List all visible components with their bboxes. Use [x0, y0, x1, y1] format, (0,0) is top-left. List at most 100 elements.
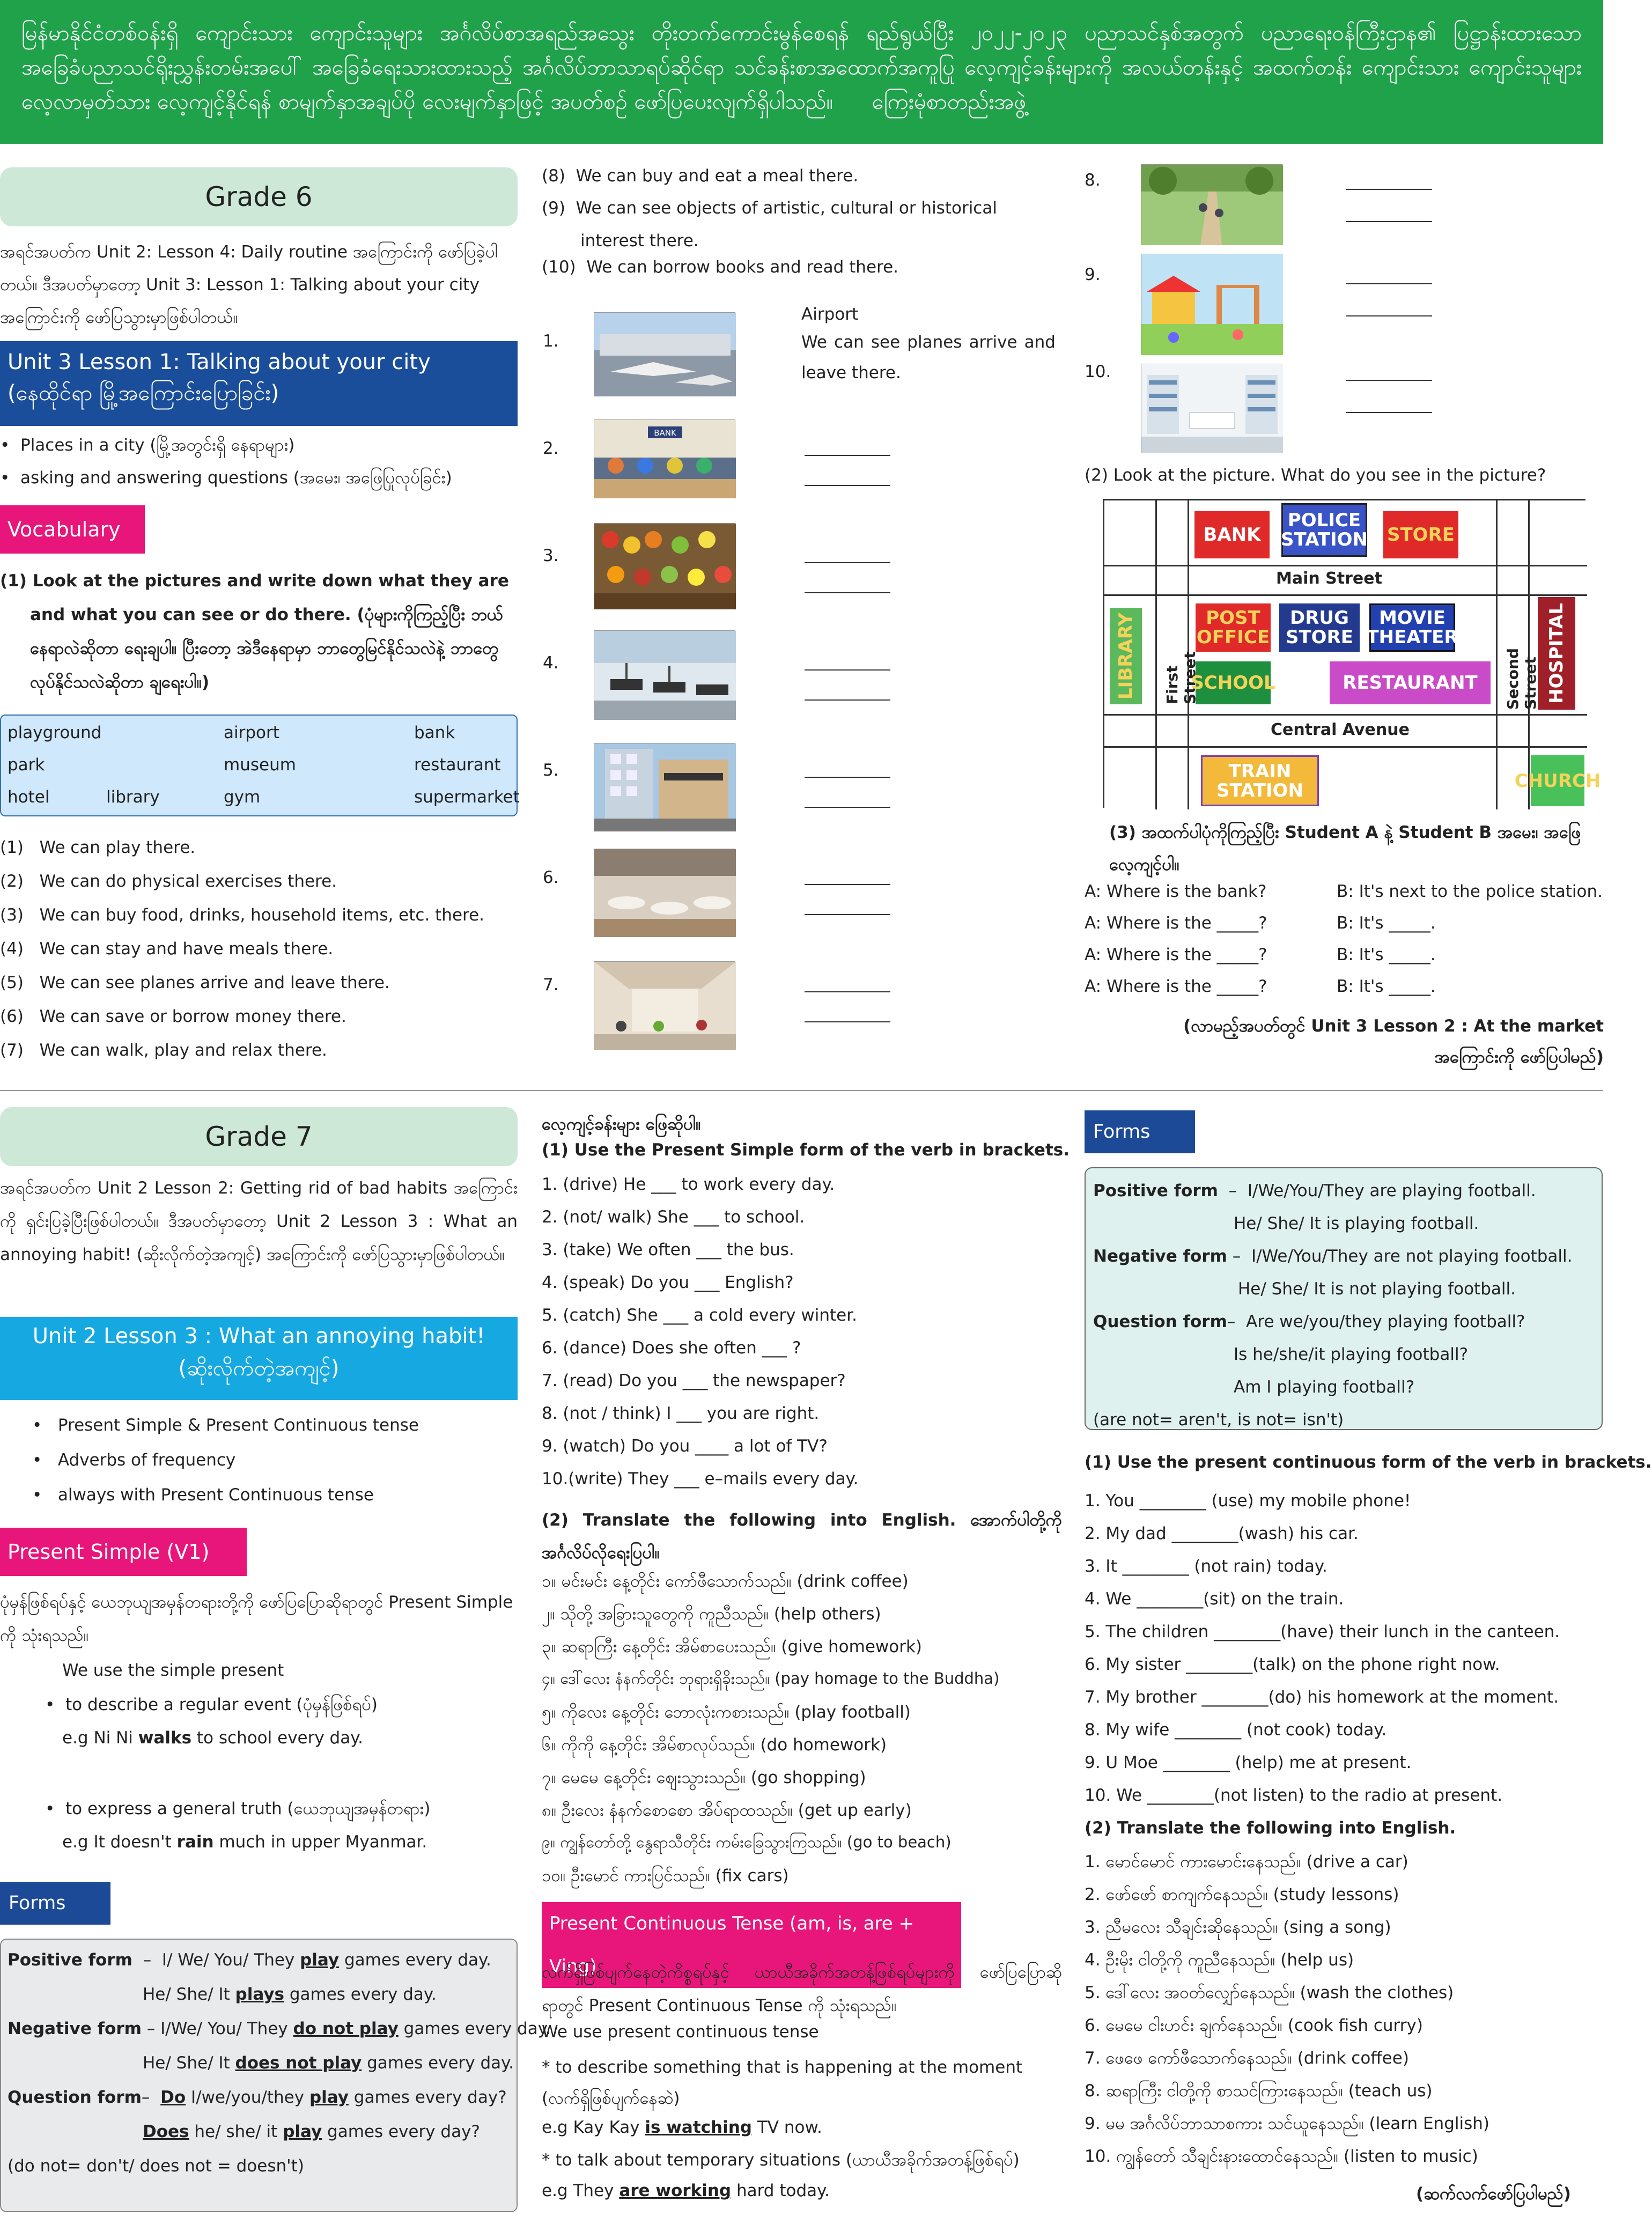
answer-blank[interactable] — [1346, 189, 1432, 190]
banner-signature: ကြေးမုံစာတည်းအဖွဲ့ — [872, 90, 1027, 114]
restaurant-picture — [594, 849, 736, 937]
form-row: He/ She/ It is playing football. — [1234, 1214, 1479, 1233]
form-note: (are not= aren't, is not= isn't) — [1093, 1410, 1344, 1430]
ex2-item: ၅။ ကိုလေး နေ့တိုင်း ဘောလုံးကစားသည်။ (pla… — [542, 1703, 911, 1722]
grade7-lesson-header: Unit 2 Lesson 3 : What an annoying habit… — [0, 1317, 518, 1400]
answer-blank[interactable] — [1346, 315, 1432, 316]
present-continuous-tag: Present Continuous Tense (am, is, are + … — [542, 1902, 961, 1988]
sentence-item: (10) We can borrow books and read there. — [542, 257, 899, 277]
answer-blank[interactable] — [1346, 221, 1432, 222]
ps-bullet2: • to express a general truth (ယေဘုယျအမှန… — [45, 1799, 431, 1818]
ex3-item: 10. We ________(not listen) to the radio… — [1085, 1786, 1503, 1805]
grade6-intro: အရင်အပတ်က Unit 2: Lesson 4: Daily routin… — [0, 242, 498, 327]
ex4-item: 4. ဦးမိုး ငါတို့ကို ကူညီနေသည်။ (help us) — [1085, 1950, 1354, 1970]
grade6-task3: (3) အထက်ပါပုံကိုကြည့်ပြီး Student A နဲ့ … — [1109, 823, 1581, 874]
answer-blank[interactable] — [805, 455, 890, 456]
pic-number: 10. — [1085, 362, 1111, 381]
present-simple-tag: Present Simple (V1) — [0, 1528, 247, 1576]
sentence-item: (1) We can play there. — [0, 838, 196, 857]
supermarket-picture — [594, 523, 736, 609]
map-store: STORE — [1383, 511, 1458, 558]
answer-blank[interactable] — [805, 1021, 890, 1022]
sentence-item: (7) We can walk, play and relax there. — [0, 1041, 327, 1060]
map-central-avenue: Central Avenue — [1271, 720, 1410, 739]
answer-blank[interactable] — [805, 562, 890, 563]
pic-number: 1. — [543, 332, 559, 351]
grade7-intro: အရင်အပတ်က Unit 2 Lesson 2: Getting rid o… — [0, 1179, 518, 1264]
ps-example2: e.g It doesn't rain much in upper Myanma… — [62, 1832, 427, 1852]
answer-blank[interactable] — [1346, 380, 1432, 381]
vocabulary-tag: Vocabulary — [0, 505, 145, 554]
vocab-word: bank — [414, 723, 455, 742]
answer-blank[interactable] — [805, 669, 890, 671]
map-main-street: Main Street — [1276, 569, 1382, 588]
sentence-item: (5) We can see planes arrive and leave t… — [0, 973, 390, 992]
grade6-task1: (1) Look at the pictures and write down … — [0, 571, 509, 692]
map-second-street: Second Street — [1504, 648, 1539, 710]
answer-blank[interactable] — [805, 777, 890, 778]
grade6-bullets: • Places in a city (မြို့အတွင်းရှိ နေရာမ… — [0, 429, 518, 495]
ex1-title: (1) Use the Present Simple form of the v… — [542, 1140, 1070, 1160]
lesson-title: Unit 2 Lesson 3 : What an annoying habit… — [32, 1324, 485, 1349]
ex2-item: ၁။ မင်းမင်း နေ့တိုင်း ကော်ဖီသောက်သည်။ (d… — [542, 1572, 909, 1591]
ex4-item: 8. ဆရာကြီး ငါတို့ကို စာသင်ကြားနေသည်။ (te… — [1085, 2081, 1433, 2101]
ex4-item: 6. မေမေ ငါးဟင်း ချက်နေသည်။ (cook fish cu… — [1085, 2016, 1423, 2035]
airport-picture — [594, 312, 736, 396]
dialog-b: B: It's next to the police station. — [1337, 882, 1603, 901]
map-hospital: HOSPITAL — [1538, 597, 1575, 710]
sentence-item: (3) We can buy food, drinks, household i… — [0, 905, 485, 925]
grade6-title: Grade 6 — [0, 167, 518, 226]
museum-picture — [594, 961, 736, 1050]
form-row: Is he/she/it playing football? — [1234, 1345, 1469, 1364]
ex1-item: 8. (not / think) I ___ you are right. — [542, 1404, 820, 1423]
answer-blank[interactable] — [805, 699, 890, 701]
banner-text: မြန်မာနိုင်ငံတစ်ဝန်းရှိ ကျောင်းသား ကျောင… — [21, 21, 1582, 114]
ex2-title: (2) Translate the following into English… — [542, 1511, 1062, 1563]
ex2-item: ၂။ သိုတို့ အခြားသူတွေကို ကူညီသည်။ (help … — [542, 1604, 881, 1624]
answer-blank[interactable] — [805, 592, 890, 593]
pic-number: 6. — [543, 868, 559, 887]
svg-text:BANK: BANK — [654, 428, 677, 438]
form-row: Negative form – I/We/ You/ They do not p… — [8, 2019, 551, 2038]
dialog-b: B: It's _____. — [1337, 977, 1436, 996]
ex3-item: 3. It ________ (not rain) today. — [1085, 1557, 1328, 1576]
ex1-item: 9. (watch) Do you ____ a lot of TV? — [542, 1437, 828, 1456]
vocab-word: restaurant — [414, 755, 501, 775]
ex4-item: 10. ကျွန်တော် သီချင်းနားထောင်နေသည်။ (lis… — [1085, 2147, 1478, 2166]
dialog-a: A: Where is the _____? — [1085, 977, 1267, 996]
vocab-word: playground — [8, 723, 102, 742]
answer-blank[interactable] — [805, 991, 890, 992]
library-picture — [1141, 364, 1283, 453]
playground-picture — [1141, 254, 1283, 355]
form-row: Positive form – I/ We/ You/ They play ga… — [8, 1950, 491, 1970]
answer-blank[interactable] — [805, 884, 890, 885]
bullet-item: • always with Present Continuous tense — [32, 1485, 374, 1505]
ex4-item: 3. ညီမလေး သီချင်းဆိုနေသည်။ (sing a song) — [1085, 1918, 1391, 1937]
pc-use: We use present continuous tense — [542, 2022, 819, 2042]
map-drug-store: DRUG STORE — [1279, 603, 1360, 652]
answer-blank[interactable] — [805, 485, 890, 486]
example-place: Airport — [801, 305, 859, 324]
present-continuous-forms: Positive form – I/We/You/They are playin… — [1085, 1167, 1603, 1430]
grade7-bullets: • Present Simple & Present Continuous te… — [32, 1408, 419, 1513]
sentence-item: (4) We can stay and have meals there. — [0, 939, 334, 959]
forms2-tag: Forms — [1085, 1110, 1195, 1153]
lesson-subtitle: (နေထိုင်ရာ မြို့အကြောင်းပြောခြင်း) — [8, 381, 279, 406]
map-restaurant: RESTAURANT — [1330, 661, 1491, 704]
vocab-word: hotel — [8, 787, 50, 807]
exercise-heading: လေ့ကျင့်ခန်းများ ဖြေဆိုပါ။ — [542, 1115, 701, 1134]
pc-example1: e.g Kay Kay is watching TV now. — [542, 2118, 822, 2137]
ex3-item: 4. We ________(sit) on the train. — [1085, 1589, 1344, 1609]
answer-blank[interactable] — [805, 807, 890, 808]
answer-blank[interactable] — [1346, 283, 1432, 284]
answer-blank[interactable] — [1346, 412, 1432, 413]
ex2-item: ၈။ ဦးလေး နံနက်စောစော အိပ်ရာထသည်။ (get up… — [542, 1801, 912, 1820]
bullet-item: • Present Simple & Present Continuous te… — [32, 1416, 419, 1435]
answer-blank[interactable] — [805, 914, 890, 915]
sentence-item: (6) We can save or borrow money there. — [0, 1007, 346, 1026]
form-row: He/ She/ It plays games every day. — [143, 1985, 437, 2004]
vocab-word: park — [8, 755, 45, 775]
grade6-task2: (2) Look at the picture. What do you see… — [1085, 466, 1546, 485]
form-row: Question form– Do I/we/you/they play gam… — [8, 2088, 507, 2107]
bullet-item: • asking and answering questions (အမေး၊ … — [0, 468, 452, 488]
